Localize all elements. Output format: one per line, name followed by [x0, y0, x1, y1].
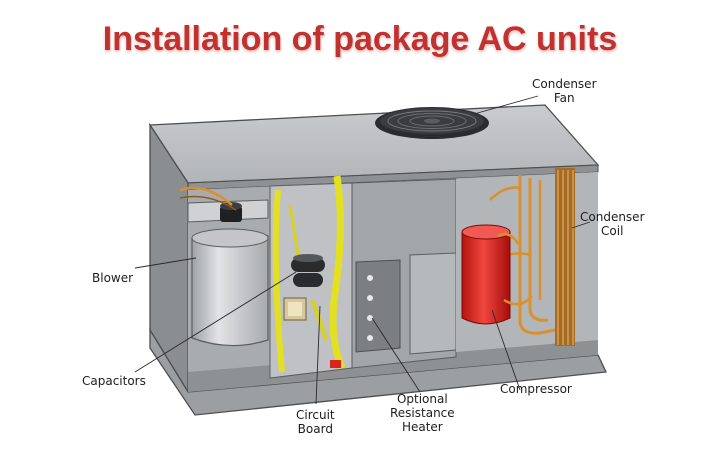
compressor-unit — [461, 224, 533, 325]
condenser-coil — [489, 168, 575, 346]
leader-compressor — [491, 309, 521, 391]
leader-lines — [134, 95, 591, 405]
leader-condenser-fan — [473, 95, 539, 115]
circuit-board-part — [330, 360, 341, 368]
relay-box — [283, 297, 307, 321]
capacitors — [291, 254, 325, 287]
leader-capacitors — [134, 271, 297, 373]
leader-resistance-heater — [371, 317, 421, 393]
leader-circuit-board — [315, 305, 321, 405]
label-capacitors: Capacitors — [82, 374, 146, 388]
label-blower: Blower — [92, 271, 134, 285]
control-panel — [269, 175, 353, 379]
condenser-section — [456, 168, 598, 352]
cabinet-floor — [188, 338, 598, 392]
leader-condenser-coil — [571, 221, 591, 229]
leader-blower — [134, 257, 197, 269]
heater-compartment — [351, 178, 457, 369]
blower-assembly — [179, 186, 269, 347]
label-compressor: Compressor — [500, 382, 572, 396]
diagram-title: Installation of package AC units — [102, 20, 618, 58]
condenser-fan — [375, 107, 489, 139]
